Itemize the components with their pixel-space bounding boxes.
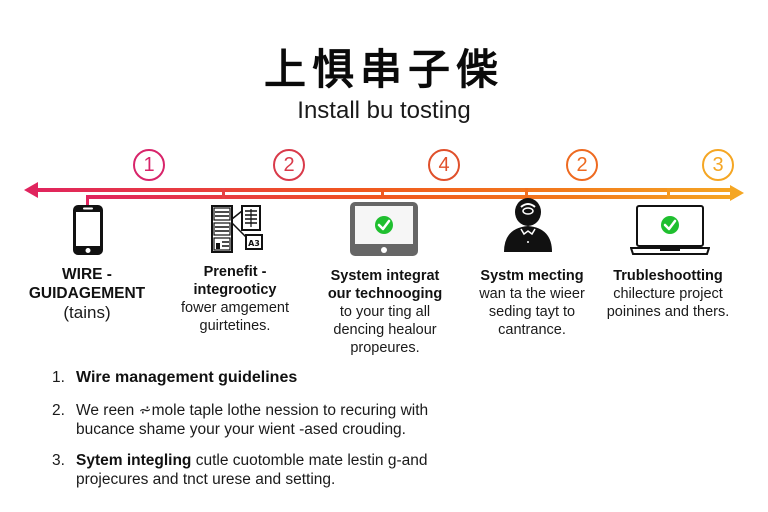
document-diagram-icon: A3 bbox=[211, 205, 263, 253]
list-item-text: We reen ⩫mole taple lothe nession to rec… bbox=[76, 402, 429, 438]
list-number: 3. bbox=[52, 452, 65, 469]
list-item-text: cutle cuotomble mate lestin g-and projec… bbox=[76, 452, 428, 488]
node-heading: integrooticy bbox=[193, 282, 277, 298]
page-subtitle: Install bu tosting bbox=[297, 97, 471, 124]
node-body: chilecture project bbox=[613, 286, 723, 302]
node-label-wire-guidagement: WIRE - GUIDAGEMENT (tains) bbox=[2, 265, 172, 322]
page-title: 上惧串子偨 bbox=[263, 45, 504, 94]
node-body: dencing healour bbox=[333, 322, 437, 338]
tablet-check-icon bbox=[350, 202, 418, 256]
step-marker-2: 2 bbox=[273, 149, 305, 181]
node-body: to your ting all bbox=[339, 304, 431, 320]
list-item: 2. We reen ⩫mole taple lothe nession to … bbox=[52, 401, 472, 439]
node-body: propeures. bbox=[350, 340, 420, 356]
node-heading: Systm mecting bbox=[480, 268, 584, 284]
numbered-list: 1. Wire management guidelines 2. We reen… bbox=[52, 368, 472, 503]
node-label-systm-mecting: Systm mecting wan ta the wieer seding ta… bbox=[462, 267, 602, 339]
node-label-trubleshootting: Trubleshootting chilecture project poini… bbox=[598, 267, 738, 321]
step-marker-5: 3 bbox=[702, 149, 734, 181]
list-item-bold: Sytem integling bbox=[76, 452, 192, 469]
node-heading: System integrat bbox=[330, 268, 440, 284]
timeline-arrow bbox=[24, 182, 744, 207]
smartphone-icon bbox=[73, 205, 103, 255]
node-body: cantrance. bbox=[498, 322, 566, 338]
node-heading: Prenefit - bbox=[203, 264, 267, 280]
node-label-system-integrat: System integrat our technooging to your … bbox=[310, 267, 460, 357]
node-heading: Trubleshootting bbox=[613, 268, 723, 284]
list-item-bold: Wire management guidelines bbox=[76, 369, 298, 386]
list-item: 3. Sytem integling cutle cuotomble mate … bbox=[52, 451, 472, 489]
node-heading: our technooging bbox=[327, 286, 443, 302]
list-number: 2. bbox=[52, 402, 65, 419]
node-body: seding tayt to bbox=[488, 304, 576, 320]
node-body: poinines and thers. bbox=[606, 304, 730, 320]
node-heading: GUIDAGEMENT bbox=[28, 285, 146, 302]
support-person-icon bbox=[504, 198, 552, 252]
list-item: 1. Wire management guidelines bbox=[52, 368, 472, 387]
laptop-check-icon bbox=[630, 205, 710, 255]
node-label-prenefit: Prenefit - integrooticy fower amgement g… bbox=[165, 263, 305, 335]
node-body: wan ta the wieer bbox=[479, 286, 585, 302]
step-marker-3: 4 bbox=[428, 149, 460, 181]
node-body: guirtetines. bbox=[199, 318, 271, 334]
list-number: 1. bbox=[52, 369, 65, 386]
step-marker-4: 2 bbox=[566, 149, 598, 181]
node-body: (tains) bbox=[63, 303, 111, 322]
node-heading: WIRE - bbox=[62, 266, 112, 283]
svg-text:A3: A3 bbox=[248, 239, 260, 248]
step-marker-1: 1 bbox=[133, 149, 165, 181]
node-body: fower amgement bbox=[181, 300, 289, 316]
